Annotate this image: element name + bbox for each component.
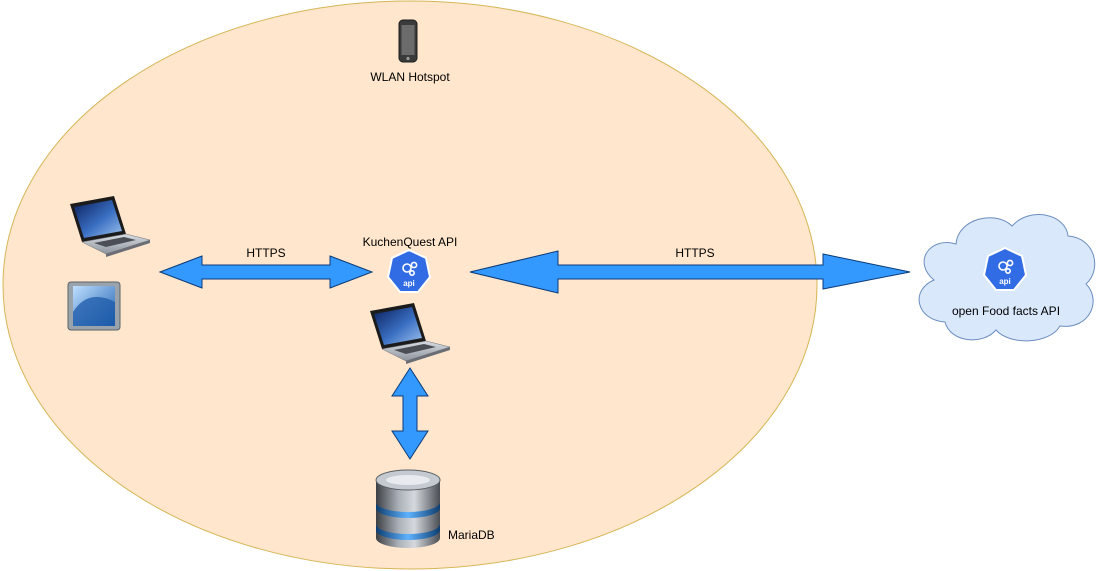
database-icon: [375, 469, 441, 548]
client-laptop-icon: [70, 196, 151, 257]
smartphone-icon: [398, 19, 418, 63]
kuchenquest-api-label: KuchenQuest API: [363, 235, 458, 249]
server-laptop-icon: [370, 303, 451, 364]
database-label: MariaDB: [448, 528, 495, 542]
api-badge-text: api: [403, 279, 415, 288]
db-arrow: [391, 367, 429, 460]
external-api-label: open Food facts API: [952, 304, 1060, 318]
kubernetes-api-icon: api: [386, 248, 432, 293]
https-right-label: HTTPS: [675, 246, 714, 260]
tablet-icon: [67, 281, 121, 331]
api-badge-text: api: [999, 277, 1011, 286]
https-left-label: HTTPS: [246, 246, 285, 260]
https-arrow-right: [469, 250, 911, 294]
hotspot-label: WLAN Hotspot: [370, 70, 450, 84]
https-arrow-left: [158, 255, 374, 289]
kubernetes-api-icon: api: [982, 246, 1028, 291]
